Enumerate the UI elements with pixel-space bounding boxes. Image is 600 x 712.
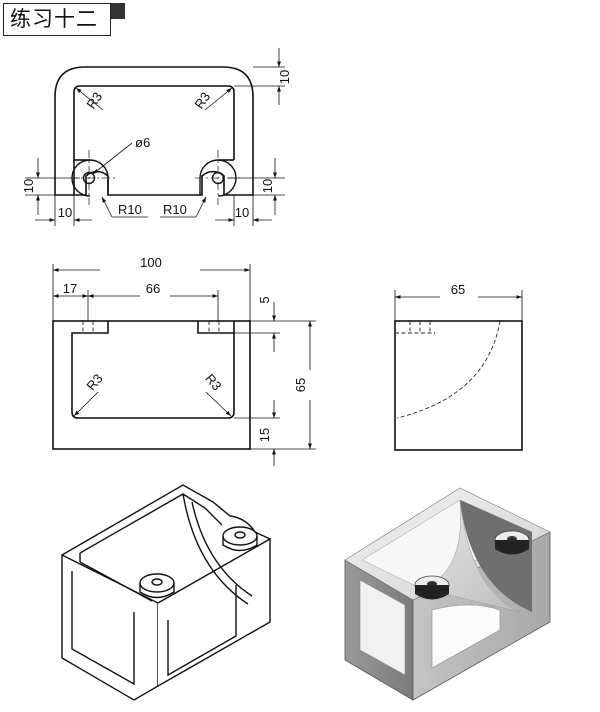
top-view-outline (54, 66, 254, 196)
isometric-shaded-render (344, 487, 551, 701)
dim-top-r10-right: R10 (163, 202, 187, 217)
dim-front-5: 5 (257, 296, 272, 303)
dim-front-100: 100 (140, 255, 162, 270)
dim-top-r3-right: R3 (191, 89, 213, 111)
top-view-dimension-labels: 10 R3 R3 ø6 10 10 10 R10 R10 10 (21, 70, 292, 220)
dim-top-r10-left: R10 (118, 202, 142, 217)
dim-front-r3-right: R3 (202, 371, 224, 393)
dim-front-66: 66 (146, 281, 160, 296)
front-view-outline (52, 320, 251, 450)
dim-top-10-left: 10 (21, 179, 36, 193)
dim-top-10: 10 (277, 70, 292, 84)
dim-top-10-bottom-left: 10 (58, 205, 72, 220)
top-view-dimension-lines (25, 48, 285, 226)
front-view-dimension-labels: 100 17 66 5 R3 R3 65 15 (63, 255, 308, 442)
side-view: 65 (394, 282, 523, 451)
top-view-centerlines (70, 150, 240, 205)
dim-top-10-bottom-right: 10 (235, 205, 249, 220)
dim-top-10-right: 10 (260, 179, 275, 193)
dim-side-65: 65 (451, 282, 465, 297)
dim-top-r3-left: R3 (83, 89, 105, 111)
title-corner-tab (111, 3, 125, 19)
front-view: 100 17 66 5 R3 R3 65 15 (52, 255, 316, 466)
isometric-line-drawing (61, 484, 271, 701)
dim-top-phi6: ø6 (135, 135, 150, 150)
front-view-dimension-lines (52, 264, 316, 466)
dim-front-65: 65 (293, 378, 308, 392)
exercise-title: 练习十二 (3, 3, 111, 36)
front-view-hidden-lines (82, 321, 220, 333)
top-view: 10 R3 R3 ø6 10 10 10 R10 R10 10 (21, 48, 292, 226)
side-view-hidden-lines (395, 320, 501, 419)
side-view-outline (394, 320, 523, 451)
side-view-dimension-lines (394, 290, 523, 321)
dim-front-r3-left: R3 (83, 371, 105, 393)
dim-front-15: 15 (257, 428, 272, 442)
dim-front-17: 17 (63, 281, 77, 296)
